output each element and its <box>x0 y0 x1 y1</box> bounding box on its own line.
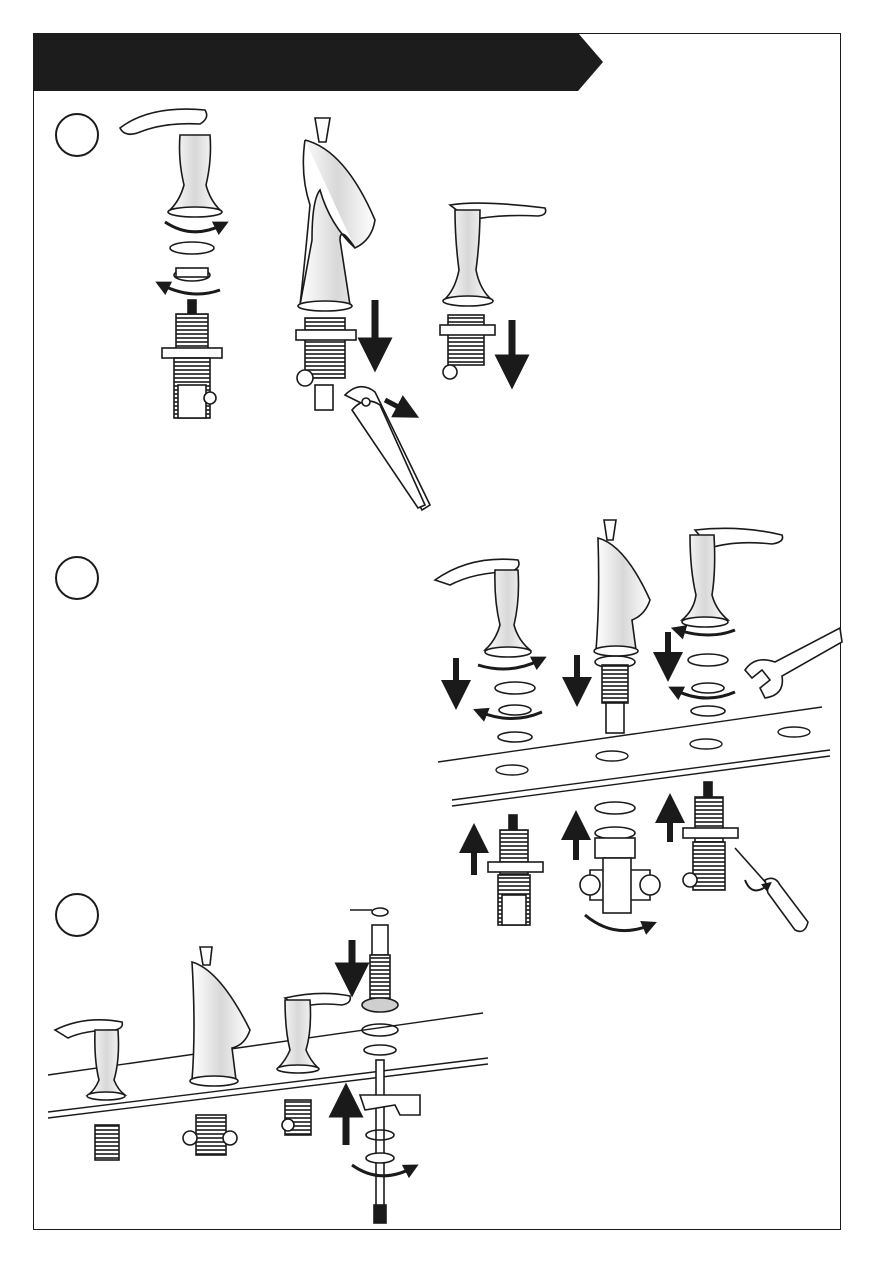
right-arrow-icon <box>385 400 408 412</box>
pliers-icon <box>345 387 430 510</box>
step-2-right-valve <box>683 782 738 890</box>
rotate-arrow-icon <box>585 915 650 931</box>
rotate-arrow-icon <box>678 630 735 635</box>
step-3-left-handle <box>55 1020 125 1160</box>
step-2-spout <box>594 520 650 733</box>
step-1-spout-exploded <box>296 118 375 410</box>
step-3-spout <box>183 947 250 1155</box>
step-1-handle-right <box>440 203 546 379</box>
screwdriver-icon <box>735 848 808 931</box>
step-2-countertop <box>438 707 830 806</box>
wrench-icon <box>745 628 842 698</box>
step-2-left-valve <box>488 815 543 925</box>
step-1-handle-exploded <box>120 109 222 418</box>
rotate-arrow-icon <box>478 660 540 669</box>
rotate-arrow-icon <box>162 285 220 294</box>
rotate-arrow-icon <box>165 222 222 232</box>
step-3-right-handle <box>277 993 350 1135</box>
step-2-center-valve <box>580 802 660 913</box>
